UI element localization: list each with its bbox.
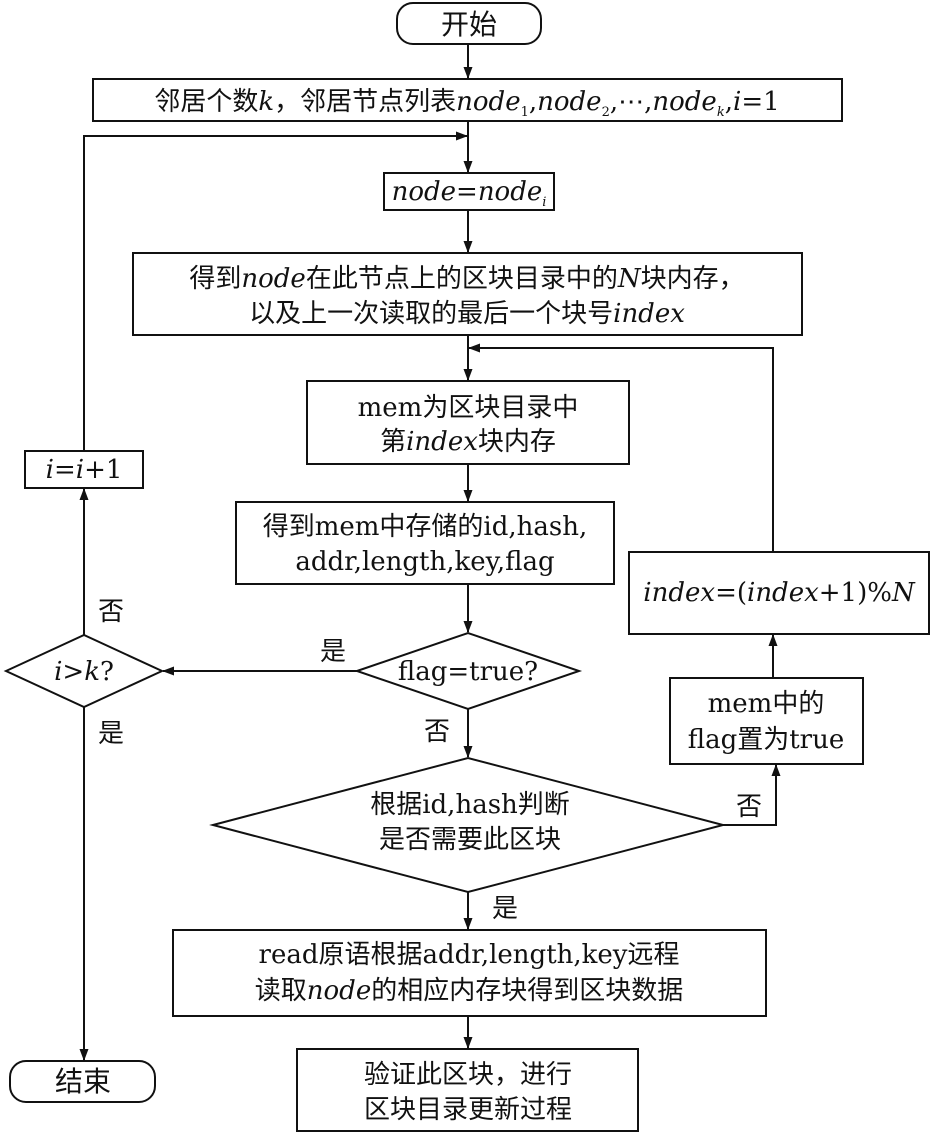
set-flag-line2: flag置为true bbox=[688, 725, 845, 755]
start-label: 开始 bbox=[441, 8, 497, 41]
mem-index-line2: 第index块内存 bbox=[380, 427, 556, 457]
label-flag-no: 否 bbox=[424, 717, 450, 747]
init-label: 邻居个数k，邻居节点列表node1,node2,⋯,nodek,i=1 bbox=[154, 87, 779, 120]
read-fields-line2: addr,length,key,flag bbox=[295, 547, 554, 577]
need-check-line2: 是否需要此区块 bbox=[379, 825, 561, 855]
mem-index-line1: mem为区块目录中 bbox=[358, 393, 579, 423]
remote-read-line1: read原语根据addr,length,key远程 bbox=[259, 940, 680, 970]
i-increment-box bbox=[24, 450, 144, 489]
assign-node-label: node=nodei bbox=[392, 177, 547, 210]
arrow-i-loop bbox=[83, 131, 468, 451]
set-flag-box bbox=[669, 677, 864, 765]
get-memory-line1: 得到node在此节点上的区块目录中的N块内存， bbox=[189, 264, 744, 294]
read-fields-box bbox=[235, 501, 615, 585]
i-increment-label: i=i+1 bbox=[46, 455, 123, 485]
verify-line1: 验证此区块，进行 bbox=[364, 1060, 572, 1090]
index-increment-box bbox=[628, 551, 930, 635]
label-need-no: 否 bbox=[736, 792, 762, 822]
end-terminator bbox=[9, 1060, 156, 1103]
label-i-no: 否 bbox=[98, 597, 124, 627]
flag-check-diamond bbox=[353, 631, 583, 711]
remote-read-box bbox=[172, 929, 767, 1017]
read-fields-line1: 得到mem中存储的id,hash, bbox=[263, 512, 588, 542]
flag-check-label: flag=true? bbox=[398, 657, 538, 687]
arrow-need-no bbox=[723, 764, 781, 826]
remote-read-line2: 读取node的相应内存块得到区块数据 bbox=[255, 976, 683, 1006]
arrow-index-loop bbox=[468, 343, 774, 552]
label-i-yes: 是 bbox=[98, 719, 124, 749]
get-memory-box bbox=[132, 252, 803, 336]
verify-box bbox=[296, 1048, 639, 1132]
need-check-line1: 根据id,hash判断 bbox=[370, 790, 570, 820]
end-label: 结束 bbox=[55, 1065, 111, 1098]
assign-node-box bbox=[383, 172, 555, 211]
i-check-label: i>k? bbox=[54, 657, 114, 687]
index-increment-label: index=(index+1)%N bbox=[643, 578, 916, 608]
label-need-yes: 是 bbox=[492, 894, 518, 924]
label-flag-yes: 是 bbox=[320, 637, 346, 667]
set-flag-line1: mem中的 bbox=[708, 689, 825, 719]
get-memory-line2: 以及上一次读取的最后一个块号index bbox=[249, 299, 685, 329]
init-box bbox=[92, 78, 843, 122]
verify-line2: 区块目录更新过程 bbox=[364, 1095, 572, 1125]
